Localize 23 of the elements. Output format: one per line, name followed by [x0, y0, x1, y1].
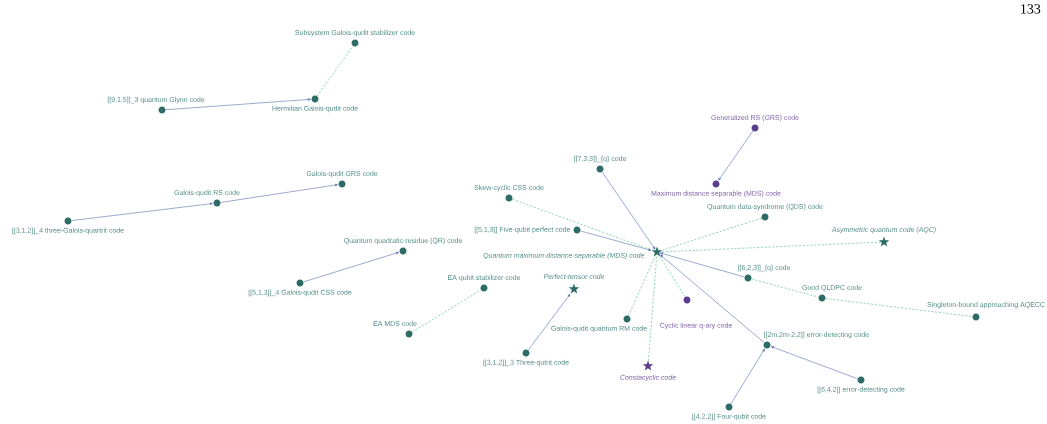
connector-line	[512, 198, 653, 251]
connector-line	[662, 217, 762, 251]
arrow	[660, 254, 765, 343]
connector-line	[411, 289, 482, 333]
arrow	[770, 346, 858, 379]
arrow	[527, 294, 571, 351]
connector-line	[659, 256, 686, 298]
connector-line	[316, 45, 354, 97]
arrow	[220, 183, 338, 203]
connector-line	[628, 255, 656, 316]
connector-line	[751, 278, 819, 298]
arrow	[580, 230, 652, 251]
arrow	[165, 98, 311, 111]
page-number: 133	[1021, 4, 1041, 14]
connector-line	[825, 298, 973, 317]
connector-line	[660, 241, 882, 253]
arrow	[601, 171, 656, 250]
arrow	[660, 252, 745, 278]
arrow	[303, 251, 399, 283]
arrow	[730, 348, 765, 405]
connector-line	[648, 254, 658, 362]
arrow	[71, 202, 213, 221]
arrow	[718, 130, 754, 181]
